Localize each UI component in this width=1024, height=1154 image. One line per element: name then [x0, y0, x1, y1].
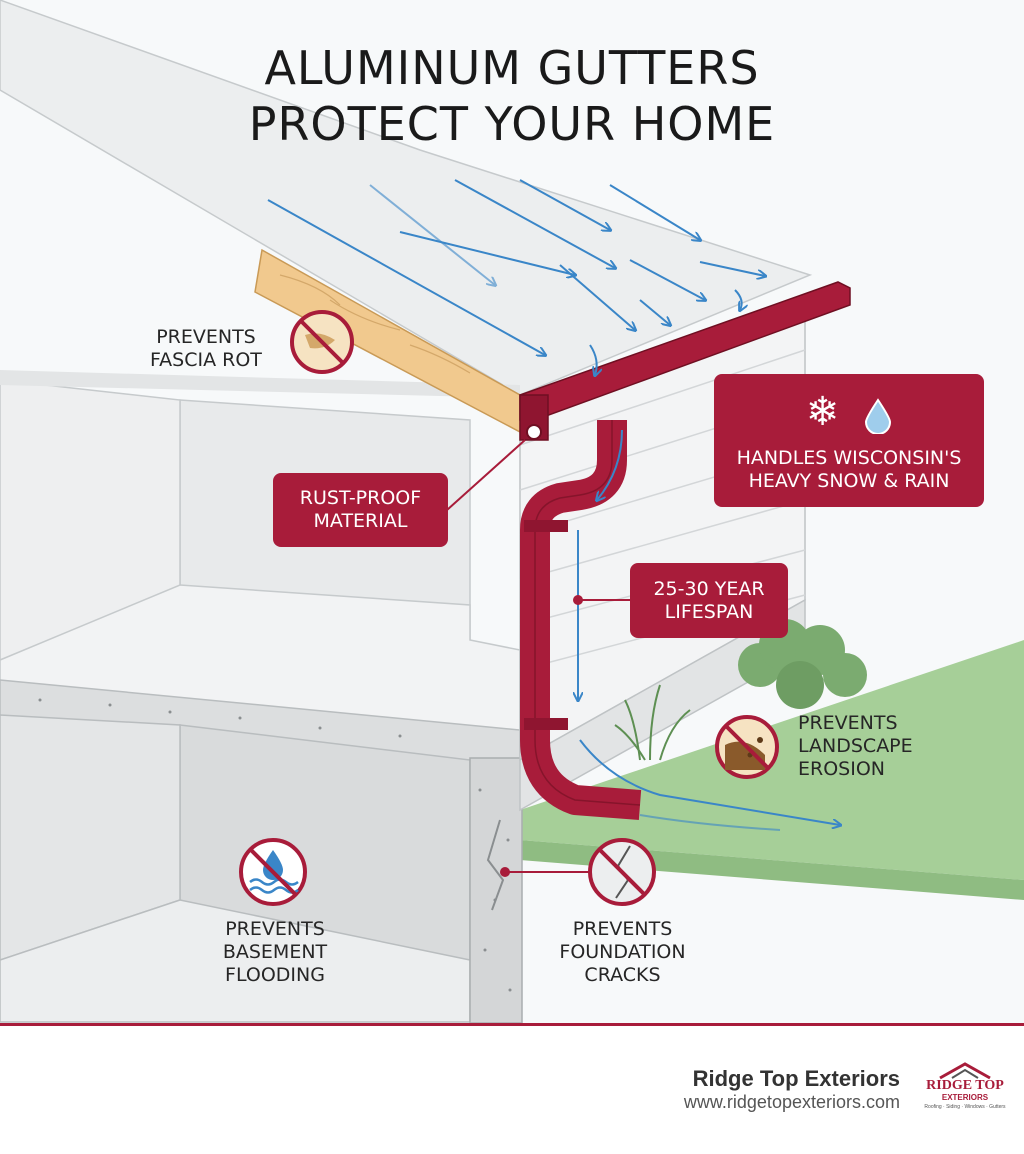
no-fascia-rot-icon — [290, 310, 354, 374]
label-landscape-erosion: PREVENTS LANDSCAPE EROSION — [798, 712, 913, 781]
no-erosion-icon — [715, 715, 779, 779]
water-flow-arrows — [578, 429, 840, 831]
label-line: BASEMENT — [222, 941, 328, 963]
callout-rust-proof: RUST-PROOF MATERIAL — [273, 473, 448, 547]
no-flooding-icon — [239, 838, 307, 906]
shrub — [738, 619, 867, 709]
callout-line: HEAVY SNOW & RAIN — [748, 470, 950, 492]
foundation-wall — [469, 757, 523, 1024]
concrete-speckles — [38, 698, 512, 992]
label-line: PREVENTS — [572, 918, 673, 940]
page-title: ALUMINUM GUTTERS PROTECT YOUR HOME — [0, 40, 1024, 152]
logo-tagline: Roofing · Siding · Windows · Gutters — [924, 1104, 1006, 1110]
foundation-crack — [486, 819, 505, 911]
footer-divider — [0, 1023, 1024, 1026]
water-drop-icon — [864, 397, 892, 435]
callout-line: RUST-PROOF — [299, 487, 422, 509]
roof-edge — [0, 370, 520, 398]
downspout-bracket — [524, 718, 568, 730]
gutter-end-cap — [526, 424, 542, 440]
label-line: FLOODING — [225, 964, 325, 986]
label-line: PREVENTS — [156, 326, 256, 348]
company-logo: RIDGE TOP EXTERIORS Roofing · Siding · W… — [922, 1062, 1008, 1118]
no-crack-icon — [588, 838, 656, 906]
label-line: PREVENTS — [798, 712, 898, 734]
label-line: PREVENTS — [225, 918, 325, 940]
label-foundation-cracks: PREVENTS FOUNDATION CRACKS — [545, 918, 700, 987]
label-line: FOUNDATION — [559, 941, 686, 963]
label-fascia-rot: PREVENTS FASCIA ROT — [150, 326, 262, 372]
wood-grain — [279, 274, 471, 374]
callout-line: HANDLES WISCONSIN'S — [736, 447, 962, 469]
rain-arrows — [267, 179, 765, 375]
logo-text: RIDGE TOP — [926, 1078, 1004, 1093]
roof-surface — [0, 0, 813, 396]
leader-lines — [446, 439, 630, 873]
downspout-bracket — [524, 520, 568, 532]
label-line: FASCIA ROT — [150, 349, 262, 371]
callout-line: MATERIAL — [313, 510, 408, 532]
grass-tuft — [614, 684, 691, 761]
callout-lifespan: 25-30 YEAR LIFESPAN — [630, 563, 788, 638]
company-url[interactable]: www.ridgetopexteriors.com — [683, 1092, 900, 1112]
title-line-2: PROTECT YOUR HOME — [248, 97, 776, 151]
snowflake-icon: ❄ — [805, 389, 840, 435]
weather-icons: ❄ — [714, 388, 984, 436]
callout-line: 25-30 YEAR — [653, 577, 765, 600]
callout-line: LIFESPAN — [664, 600, 754, 623]
callout-weather: ❄ HANDLES WISCONSIN'S HEAVY SNOW & RAIN — [714, 374, 984, 507]
label-line: EROSION — [798, 758, 885, 780]
label-basement-flooding: PREVENTS BASEMENT FLOODING — [200, 918, 350, 987]
company-name: Ridge Top Exteriors — [692, 1066, 900, 1091]
logo-subtext: EXTERIORS — [941, 1093, 989, 1102]
title-line-1: ALUMINUM GUTTERS — [264, 41, 760, 95]
roof-logo-icon — [939, 1062, 991, 1080]
label-line: LANDSCAPE — [798, 735, 913, 757]
gutter-illustration — [0, 0, 1024, 1025]
label-line: CRACKS — [584, 964, 661, 986]
